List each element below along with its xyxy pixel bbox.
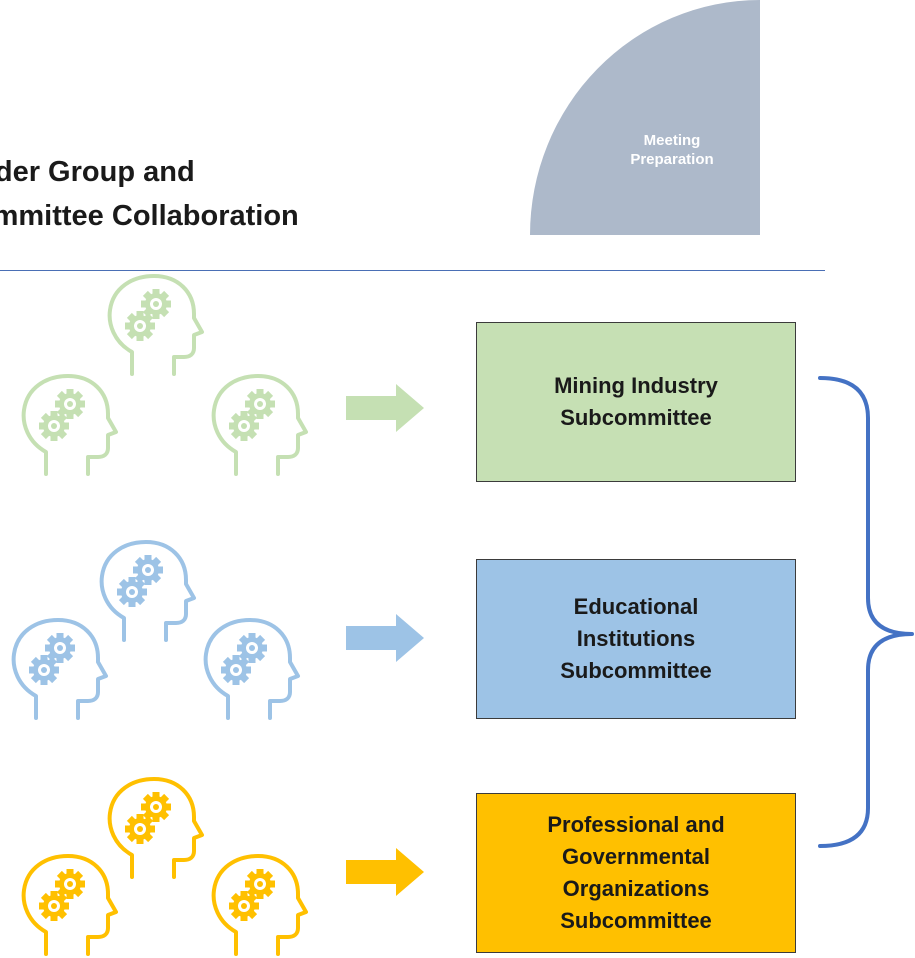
head-gears-icon bbox=[99, 540, 196, 642]
phase-label: Meeting Preparation bbox=[630, 132, 714, 168]
head-gears-icon bbox=[11, 618, 108, 720]
title-divider bbox=[0, 270, 825, 271]
subcommittee-box-professional: Professional and Governmental Organizati… bbox=[476, 793, 796, 953]
education-stakeholders-icons bbox=[11, 540, 300, 720]
head-gears-icon bbox=[211, 854, 308, 956]
subcommittee-box-education: Educational Institutions Subcommittee bbox=[476, 559, 796, 719]
head-gears-icon bbox=[203, 618, 300, 720]
page-title: Stakeholder Group and Subcommittee Colla… bbox=[0, 156, 299, 232]
head-gears-icon bbox=[21, 854, 118, 956]
arrow-professional bbox=[346, 848, 424, 896]
phase-quarter-shape bbox=[530, 0, 760, 235]
head-gears-icon bbox=[21, 374, 118, 476]
subcommittee-box-mining: Mining Industry Subcommittee bbox=[476, 322, 796, 482]
mining-stakeholders-icons bbox=[21, 274, 308, 476]
arrow-education bbox=[346, 614, 424, 662]
head-gears-icon bbox=[211, 374, 308, 476]
arrow-mining bbox=[346, 384, 424, 432]
head-gears-icon bbox=[107, 274, 204, 376]
grouping-brace bbox=[818, 376, 914, 848]
head-gears-icon bbox=[107, 777, 204, 879]
professional-stakeholders-icons bbox=[21, 777, 308, 956]
